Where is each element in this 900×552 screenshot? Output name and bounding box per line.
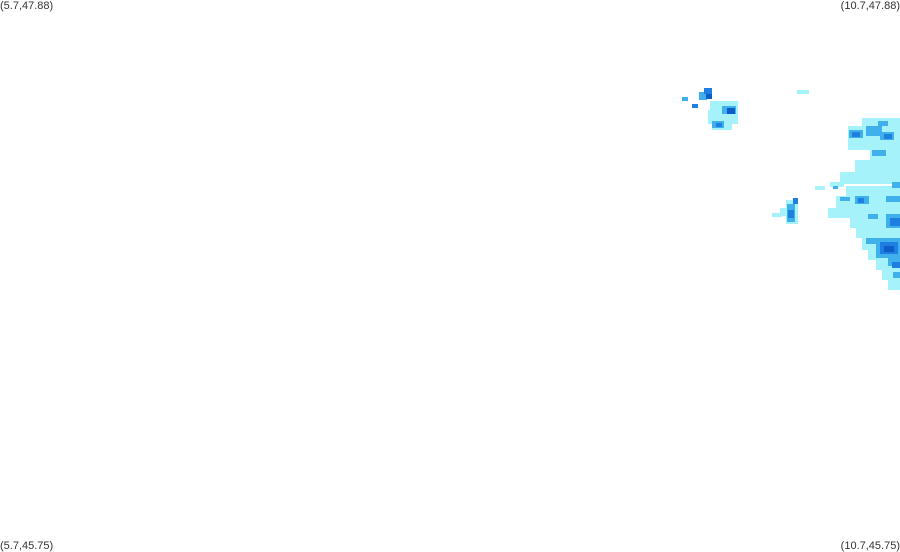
precipitation-cell: [699, 92, 707, 100]
precipitation-cell: [884, 134, 892, 139]
precipitation-cell: [840, 197, 850, 201]
precipitation-cell: [855, 160, 900, 172]
precipitation-cell: [888, 278, 900, 290]
precipitation-cell: [716, 123, 722, 127]
precipitation-cell: [858, 168, 864, 172]
precipitation-cell: [815, 186, 825, 190]
precipitation-cell: [788, 210, 794, 218]
precipitation-cell: [856, 226, 900, 238]
precipitation-cell: [858, 198, 864, 203]
precipitation-cell: [892, 262, 900, 268]
precipitation-cell: [833, 186, 838, 189]
corner-coordinate-top-left: (5.7,47.88): [0, 0, 54, 12]
precipitation-cell: [888, 256, 900, 266]
precipitation-cell: [884, 246, 894, 252]
corner-coordinate-bottom-right: (10.7,45.75): [840, 540, 900, 552]
precipitation-cell: [886, 196, 900, 202]
precipitation-cell: [793, 198, 798, 204]
precipitation-cell: [706, 94, 712, 99]
precipitation-cell: [772, 213, 782, 217]
precipitation-cell: [780, 208, 788, 216]
corner-coordinate-bottom-left: (5.7,45.75): [0, 540, 54, 552]
precipitation-cell: [878, 121, 888, 126]
precipitation-cell: [872, 150, 886, 156]
precipitation-cell: [892, 182, 900, 188]
precipitation-cell: [797, 90, 809, 94]
precipitation-cell: [830, 182, 844, 187]
precipitation-cell: [692, 104, 698, 108]
precipitation-cell: [866, 126, 882, 136]
precipitation-cell: [868, 214, 878, 219]
precipitation-cell: [682, 97, 688, 101]
precipitation-cell: [828, 208, 900, 218]
precipitation-cell: [727, 108, 735, 114]
precipitation-cell: [840, 172, 900, 184]
precipitation-cell: [890, 218, 900, 226]
precipitation-cell: [893, 272, 900, 278]
corner-coordinate-top-right: (10.7,47.88): [840, 0, 900, 12]
precipitation-cells: [682, 88, 900, 290]
precipitation-cell: [704, 88, 712, 94]
precipitation-cell: [852, 132, 860, 137]
